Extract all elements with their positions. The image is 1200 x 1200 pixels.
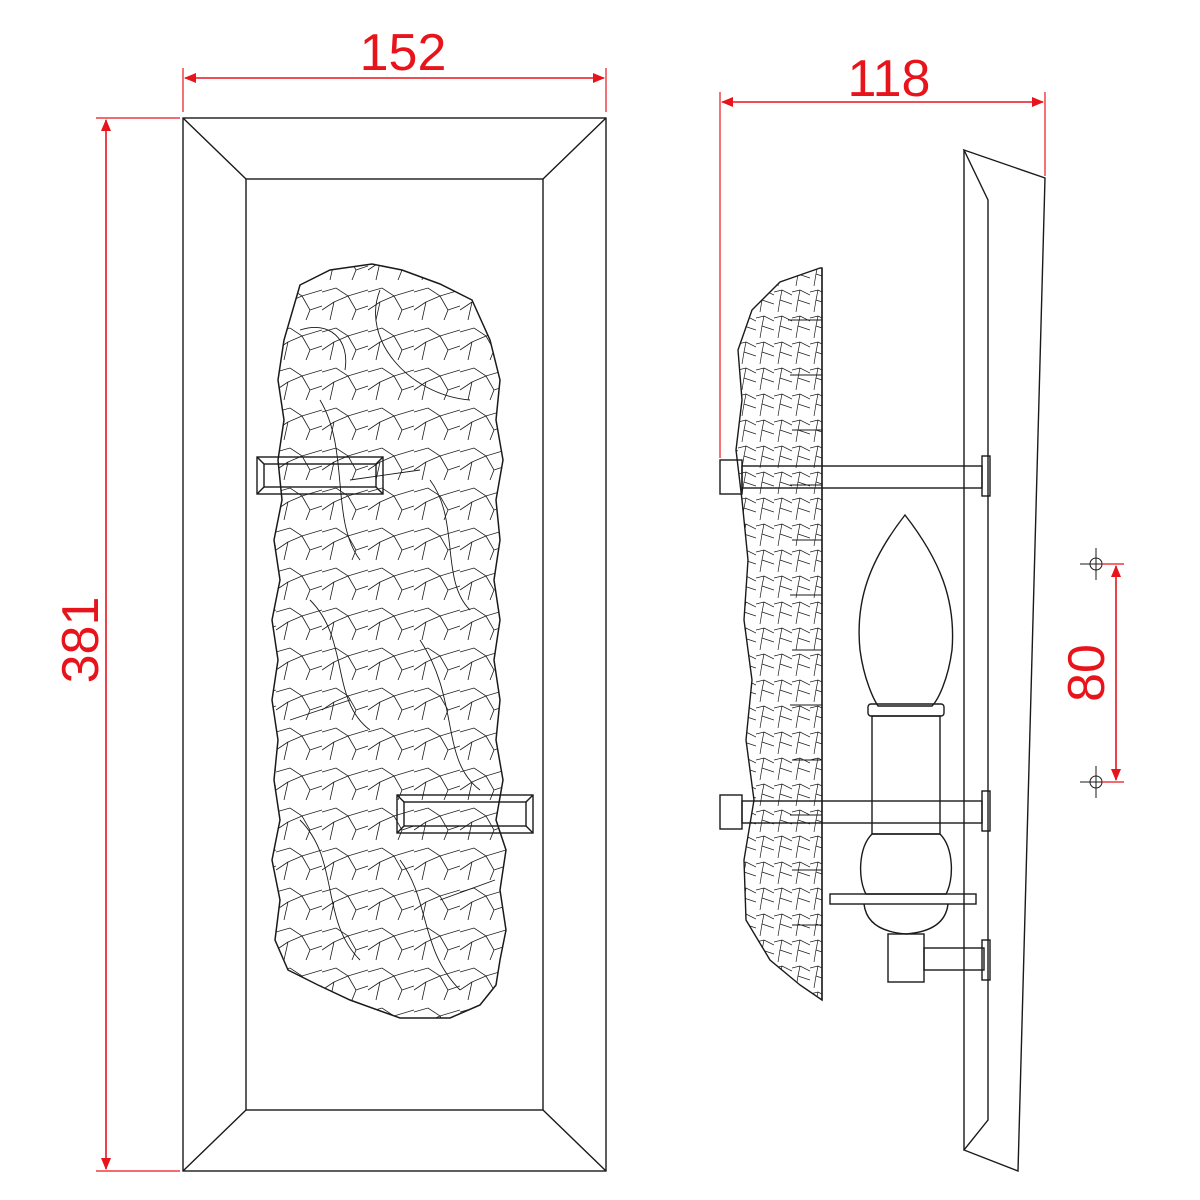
frame-bevel-bl <box>182 1109 247 1172</box>
socket-arm <box>923 939 991 981</box>
frame-bevel-br <box>542 1109 607 1172</box>
front-bracket-lower <box>396 794 534 834</box>
drip-pan <box>829 893 977 905</box>
candle-sleeve <box>871 715 941 835</box>
dimension-side-depth: 118 <box>719 50 1046 458</box>
dimension-front-width: 152 <box>182 24 607 112</box>
candle-cup <box>859 833 953 895</box>
dimension-front-height: 381 <box>52 117 180 1172</box>
front-bracket-upper <box>256 456 384 495</box>
candle-base <box>863 903 949 935</box>
side-arm-upper <box>719 455 991 497</box>
crystal-slab <box>271 263 507 1019</box>
side-crystal-profile <box>735 267 823 1002</box>
front-height-label: 381 <box>52 597 110 684</box>
side-arm-lower <box>719 790 991 832</box>
front-inner-frame <box>245 178 544 1111</box>
frame-bevel-tl <box>182 117 247 180</box>
side-backplate <box>962 148 1046 1173</box>
socket-stem <box>887 933 925 983</box>
front-view <box>182 117 607 1172</box>
front-outer-frame <box>182 117 607 1172</box>
side-view <box>719 148 1046 1173</box>
dimension-bracket-spacing: 80 <box>1058 548 1124 798</box>
frame-bevel-tr <box>542 117 607 180</box>
side-depth-label: 118 <box>848 50 931 108</box>
crystal-facet-lines <box>289 289 496 991</box>
front-width-label: 152 <box>360 24 447 82</box>
bracket-spacing-label: 80 <box>1058 644 1116 702</box>
candle-bulb <box>858 513 954 707</box>
